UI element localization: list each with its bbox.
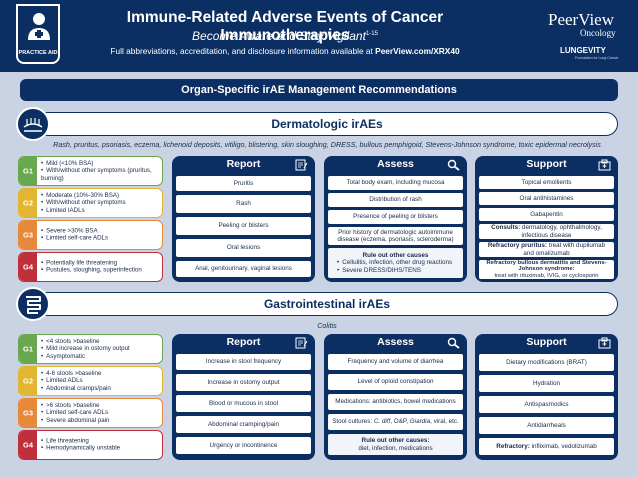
gi-stool-cultures: Stool cultures: C. diff, O&P, Giardia, v… bbox=[328, 414, 463, 430]
derm-report-column: Report Pruritis Rash Peeling or blisters… bbox=[172, 156, 315, 282]
derm-report-item: Anal, genitourinary, vaginal lesions bbox=[176, 261, 311, 277]
magnifier-icon bbox=[447, 337, 460, 349]
gi-support-item: Dietary modifications (BRAT) bbox=[479, 354, 614, 371]
peerview-logo: PeerView bbox=[548, 10, 615, 29]
gi-support-item: Antispasmodics bbox=[479, 396, 614, 413]
derm-assess-item: Prior history of dermatologic autoimmune… bbox=[328, 227, 463, 245]
gi-report-column: Report Increase in stool frequency Incre… bbox=[172, 334, 315, 460]
badge-label: PRACTICE AID bbox=[18, 50, 58, 56]
derm-support-item: Oral antihistamines bbox=[479, 192, 614, 205]
derm-report-item: Oral lesions bbox=[176, 239, 311, 257]
gi-grade-2: G24-6 stools >baselineLimited ADLsAbdomi… bbox=[18, 366, 163, 396]
lungevity-logo-sub: Foundation for Lung Cancer bbox=[575, 56, 619, 60]
gi-ruleout: Rule out other causes:diet, infection, m… bbox=[328, 434, 463, 455]
derm-grade-4: G4Potentially life threateningPustules, … bbox=[18, 252, 163, 282]
derm-assess-title: Assess bbox=[377, 158, 414, 170]
derm-report-item: Rash bbox=[176, 195, 311, 213]
derm-conditions: Rash, pruritus, psoriasis, eczema, liche… bbox=[53, 140, 601, 149]
gi-report-title: Report bbox=[226, 336, 261, 348]
derm-assess-item: Total body exam, including mucosa bbox=[328, 176, 463, 190]
gi-support-item: Hydration bbox=[479, 375, 614, 392]
gi-grade-4: G4Life threateningHemodynamically unstab… bbox=[18, 430, 163, 460]
gi-assess-column: Assess Frequency and volume of diarrhea … bbox=[324, 334, 467, 460]
magnifier-icon bbox=[447, 159, 460, 171]
derm-consults: Consults: dermatology, ophthalmology, in… bbox=[479, 224, 614, 239]
gi-refractory: Refractory: infliximab, vedolizumab bbox=[479, 438, 614, 455]
gi-support-title: Support bbox=[526, 336, 567, 348]
gi-report-item: Blood or mucous in stool bbox=[176, 395, 311, 412]
derm-refractory-bullous: Refractory bullous dermatitis and Steven… bbox=[479, 260, 614, 279]
gi-assess-title: Assess bbox=[377, 336, 414, 348]
derm-section-title: Dermatologic irAEs bbox=[36, 112, 618, 136]
main-section-title: Organ-Specific irAE Management Recommend… bbox=[20, 79, 618, 101]
support-icon bbox=[598, 159, 611, 171]
report-icon bbox=[295, 159, 308, 171]
report-icon bbox=[295, 337, 308, 349]
derm-grade-2: G2Moderate (10%-30% BSA)With/without oth… bbox=[18, 188, 163, 218]
gi-grade-1: G1<4 stools >baselineMild increase in os… bbox=[18, 334, 163, 364]
gi-report-item: Increase in ostomy output bbox=[176, 374, 311, 391]
derm-ruleout: Rule out other causes Cellulitis, infect… bbox=[328, 248, 463, 278]
page-title: Immune-Related Adverse Events of Cancer … bbox=[126, 9, 444, 44]
derm-support-item: Topical emollients bbox=[479, 176, 614, 189]
gi-support-item: Antidiarrheals bbox=[479, 417, 614, 434]
derm-support-title: Support bbox=[526, 158, 567, 170]
derm-report-item: Peeling or blisters bbox=[176, 217, 311, 235]
gi-conditions: Colitis bbox=[317, 321, 337, 330]
gi-report-item: Urgency or incontinence bbox=[176, 437, 311, 454]
gi-report-item: Abdominal cramping/pain bbox=[176, 416, 311, 433]
gi-assess-item: Level of opioid constipation bbox=[328, 374, 463, 390]
gi-assess-item: Medications: antibiotics, bowel medicati… bbox=[328, 394, 463, 410]
derm-assess-column: Assess Total body exam, including mucosa… bbox=[324, 156, 467, 282]
gi-section-title: Gastrointestinal irAEs bbox=[36, 292, 618, 316]
practice-aid-badge: PRACTICE AID bbox=[16, 4, 60, 64]
derm-assess-item: Distribution of rash bbox=[328, 193, 463, 207]
lungevity-logo: LUNGEVITY bbox=[560, 46, 606, 55]
gi-grade-3: G3>6 stools >baselineLimited self-care A… bbox=[18, 398, 163, 428]
doctor-icon bbox=[28, 13, 50, 40]
derm-grade-1: G1Mild (<10% BSA)With/without other symp… bbox=[18, 156, 163, 186]
intestine-icon bbox=[16, 287, 50, 321]
derm-grade-3: G3Severe >30% BSALimited self-care ADLs bbox=[18, 220, 163, 250]
derm-refractory-pruritus: Refractory pruritus: treat with dupiluma… bbox=[479, 242, 614, 257]
derm-assess-item: Presence of peeling or blisters bbox=[328, 210, 463, 224]
support-icon bbox=[598, 337, 611, 349]
header-banner: PRACTICE AID Immune-Related Adverse Even… bbox=[0, 0, 638, 72]
derm-report-item: Pruritis bbox=[176, 176, 311, 191]
info-line: Full abbreviations, accreditation, and d… bbox=[110, 46, 460, 56]
derm-support-column: Support Topical emollients Oral antihist… bbox=[475, 156, 618, 282]
gi-assess-item: Frequency and volume of diarrhea bbox=[328, 354, 463, 370]
peerview-logo-sub: Oncology bbox=[580, 28, 616, 38]
derm-report-title: Report bbox=[226, 158, 261, 170]
gi-report-item: Increase in stool frequency bbox=[176, 354, 311, 370]
derm-support-item: Gabapentin bbox=[479, 208, 614, 221]
info-link[interactable]: PeerView.com/XRX40 bbox=[375, 46, 460, 56]
gi-support-column: Support Dietary modifications (BRAT) Hyd… bbox=[475, 334, 618, 460]
skin-icon bbox=[16, 107, 50, 141]
page-subtitle: Become Aware and Stay Vigilant1-15 bbox=[192, 29, 378, 43]
